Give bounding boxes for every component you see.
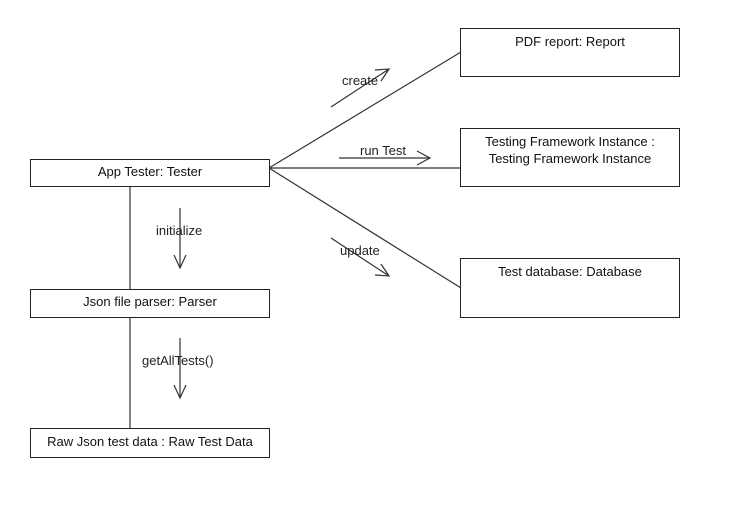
object-testing-framework: Testing Framework Instance : Testing Fra… [460,128,680,187]
message-initialize-label: initialize [156,223,203,238]
object-app-tester-label: App Tester: Tester [97,164,203,179]
object-app-tester: App Tester: Tester [30,159,270,187]
link-tester-database [268,167,462,289]
object-raw-data-label: Raw Json test data : Raw Test Data [47,434,253,449]
arrow-run-test [339,150,432,166]
object-pdf-report-label: PDF report: Report [515,34,625,49]
object-test-database: Test database: Database [460,258,680,318]
link-tester-report [268,51,462,169]
message-create-label: create [342,73,379,88]
object-json-parser: Json file parser: Parser [30,289,270,318]
message-run-test-label: run Test [360,143,407,158]
arrow-create [330,68,391,108]
object-testing-framework-label-1: Testing Framework Instance : [485,134,655,149]
arrow-initialize [173,208,187,270]
message-update-label: update [340,243,380,258]
object-test-database-label: Test database: Database [498,264,642,279]
object-pdf-report: PDF report: Report [460,28,680,77]
object-testing-framework-label-2: Testing Framework Instance [488,151,652,166]
arrow-get-all-tests [173,338,187,400]
object-raw-data: Raw Json test data : Raw Test Data [30,428,270,458]
arrow-update [330,237,391,277]
message-get-all-tests-label: getAllTests() [142,353,214,368]
object-json-parser-label: Json file parser: Parser [83,294,217,309]
